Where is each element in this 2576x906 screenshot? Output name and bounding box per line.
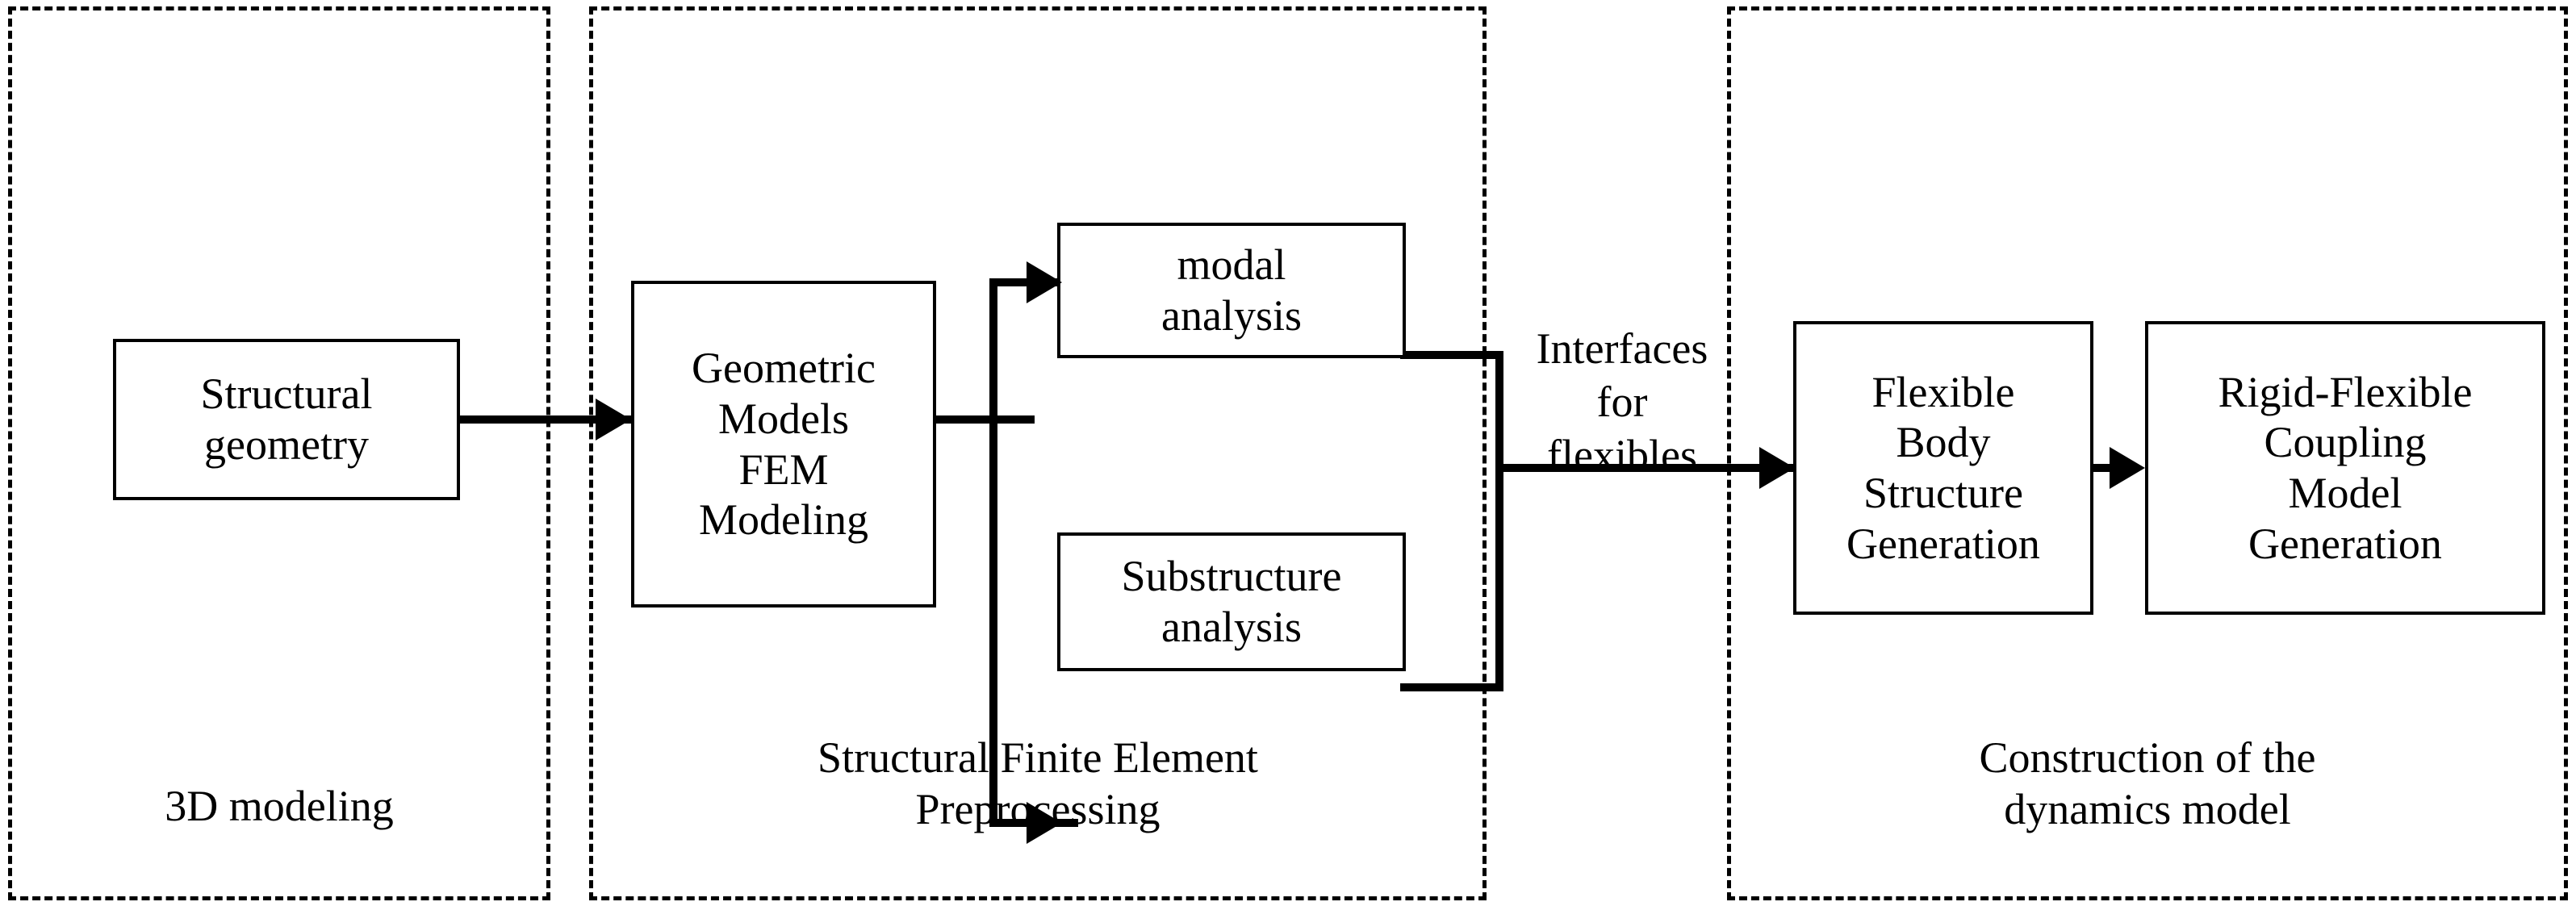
region-dynamics-model-label: Construction of the dynamics model <box>1979 733 2316 833</box>
edge-analysis-to-flexible-body-arrowhead <box>1759 447 1795 489</box>
edge-label-interfaces-for-flexibles: Interfaces for flexibles <box>1536 324 1708 479</box>
edge-modal-out-line <box>1400 351 1503 359</box>
region-fe-preprocessing <box>589 6 1487 900</box>
edge-geometry-to-fem-line <box>452 415 670 424</box>
region-dynamics-model <box>1727 6 2568 900</box>
edge-flexible-to-coupling-arrowhead <box>2110 447 2145 489</box>
region-3d-modeling-label: 3D modeling <box>165 782 394 830</box>
node-rigid-flexible-coupling-model-generation[interactable]: Rigid-Flexible Coupling Model Generation <box>2145 321 2545 615</box>
node-flexible-body-structure-generation[interactable]: Flexible Body Structure Generation <box>1793 321 2093 615</box>
edge-analysis-to-flexible-body-line <box>1495 464 1834 472</box>
node-structural-geometry[interactable]: Structural geometry <box>113 339 460 500</box>
edge-substructure-out-line <box>1400 683 1503 691</box>
node-substructure-analysis[interactable]: Substructure analysis <box>1057 532 1406 671</box>
edge-fem-branch-stem <box>930 415 1035 424</box>
node-modal-analysis[interactable]: modal analysis <box>1057 223 1406 358</box>
edge-fem-to-substructure-arrowhead <box>1027 802 1062 844</box>
region-3d-modeling <box>8 6 550 900</box>
edge-analysis-merge-spine <box>1495 351 1503 691</box>
edge-fem-to-modal-arrowhead <box>1027 261 1062 303</box>
edge-fem-branch-spine <box>989 278 997 827</box>
edge-geometry-to-fem-arrowhead <box>596 399 631 440</box>
node-geometric-models-fem-modeling[interactable]: Geometric Models FEM Modeling <box>631 281 936 607</box>
